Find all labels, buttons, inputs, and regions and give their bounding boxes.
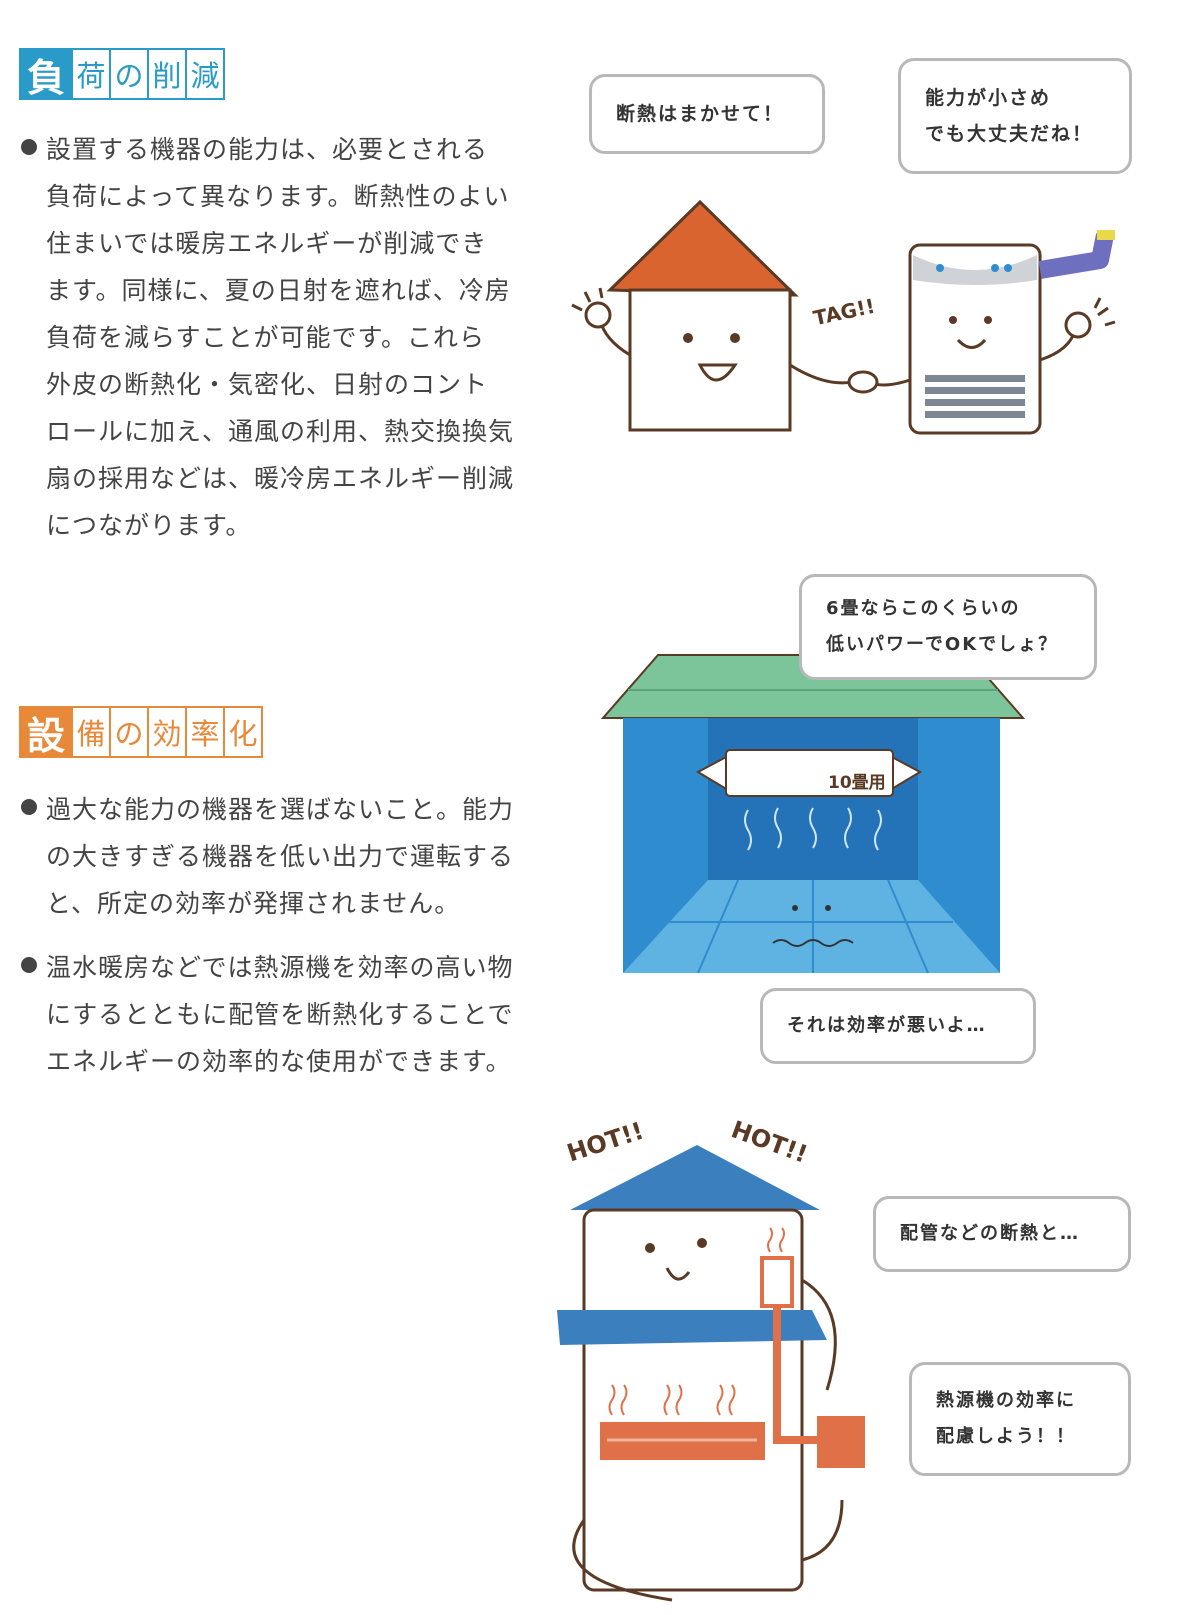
bubble-text: 能力が小さめ: [925, 87, 1052, 109]
house-body-icon: [628, 288, 792, 432]
section1-heading-char: 減: [185, 50, 223, 98]
bubble-text: でも大丈夫だね！: [925, 123, 1094, 145]
section2-paragraph-1: 過大な能力の機器を選ばないこと。能力 の大きすぎる機器を低い出力で運転する と、…: [21, 786, 515, 927]
heater-vent-icon: [925, 375, 1025, 418]
paragraph-line: 負荷によって異なります。断熱性のよい: [46, 182, 510, 211]
illustration-house-heater: [571, 199, 1116, 435]
illustration-room-aircon: [600, 654, 1026, 974]
bubble-text: 断熱はまかせて！: [616, 103, 785, 125]
section1-heading-char: 荷: [71, 50, 109, 98]
section1-heading-big: 負: [21, 50, 71, 100]
section2-heading-char: 率: [185, 708, 223, 756]
paragraph-line: 扇の採用などは、暖冷房エネルギー削減: [46, 464, 515, 493]
section2-paragraph-2: 温水暖房などでは熱源機を効率の高い物 にするとともに配管を断熱化することで エネ…: [21, 944, 514, 1085]
radiator-icon: [760, 1256, 794, 1308]
exhaust-pipe-icon: [1038, 233, 1114, 279]
paragraph-line: につながります。: [46, 511, 252, 540]
bullet-icon: [21, 957, 37, 973]
speech-bubble-insulation: 断熱はまかせて！: [589, 74, 825, 154]
paragraph-line: 住まいでは暖房エネルギーが削減でき: [46, 229, 488, 258]
paragraph-line: 設置する機器の能力は、必要とされる: [46, 135, 489, 164]
paragraph-line: の大きすぎる機器を低い出力で運転する: [46, 842, 515, 871]
handshake-icon: [847, 370, 879, 394]
section2-heading-char: 化: [223, 708, 261, 756]
bubble-text: 6畳ならこのくらいの: [826, 598, 1021, 619]
bubble-text: 配管などの断熱と…: [900, 1223, 1080, 1244]
speech-bubble-capacity: 能力が小さめ でも大丈夫だね！: [898, 58, 1132, 174]
section2-heading-big: 設: [21, 708, 71, 758]
paragraph-line: ロールに加え、通風の利用、熱交換換気: [46, 417, 515, 446]
paragraph-line: と、所定の効率が発揮されません。: [46, 889, 461, 918]
illustration-hot-water-heating: [557, 1145, 865, 1602]
house-roof-icon: [606, 199, 799, 297]
paragraph-line: エネルギーの効率的な使用ができます。: [46, 1047, 512, 1076]
paragraph-line: ます。同様に、夏の日射を遮れば、冷房: [46, 276, 511, 305]
house-roof-icon: [570, 1145, 820, 1210]
pipe-icon: [773, 1306, 822, 1444]
airflow-icon: [744, 807, 882, 851]
floor-divider-icon: [557, 1310, 827, 1345]
aircon-unit-icon: [725, 749, 894, 797]
speech-bubble-low-power: 6畳ならこのくらいの 低いパワーでOKでしょ？: [799, 574, 1097, 680]
heat-source-icon: [817, 1416, 865, 1468]
paragraph-line: にするとともに配管を断熱化することで: [46, 1000, 514, 1029]
bubble-text: それは効率が悪いよ…: [787, 1015, 987, 1036]
bullet-icon: [21, 799, 37, 815]
section2-heading-char: の: [109, 708, 147, 756]
section1-heading-char: の: [109, 50, 147, 98]
section2-heading-char: 効: [147, 708, 185, 756]
bubble-text: 配慮しよう！！: [936, 1426, 1076, 1447]
steam-icon: [608, 1227, 785, 1416]
speech-bubble-inefficient: それは効率が悪いよ…: [760, 988, 1036, 1064]
paragraph-line: 負荷を減らすことが可能です。これら: [46, 323, 486, 352]
bubble-text: 低いパワーでOKでしょ？: [826, 634, 1059, 655]
section1-heading-char: 削: [147, 50, 185, 98]
heater-body-icon: [908, 243, 1042, 435]
paragraph-line: 過大な能力の機器を選ばないこと。能力: [46, 795, 515, 824]
speech-bubble-pipe-insulation: 配管などの断熱と…: [873, 1196, 1131, 1272]
section2-heading: 設 備 の 効 率 化: [19, 706, 263, 758]
section1-heading: 負 荷 の 削 減: [19, 48, 225, 100]
speech-bubble-heat-source: 熱源機の効率に 配慮しよう！！: [909, 1362, 1131, 1476]
aircon-label: 10畳用: [828, 773, 886, 793]
section1-paragraph: 設置する機器の能力は、必要とされる 負荷によって異なります。断熱性のよい 住まい…: [21, 126, 515, 549]
paragraph-line: 温水暖房などでは熱源機を効率の高い物: [46, 953, 514, 982]
house-body-icon: [582, 1208, 804, 1592]
section2-heading-char: 備: [71, 708, 109, 756]
bubble-text: 熱源機の効率に: [936, 1390, 1076, 1411]
room-floor-icon: [623, 880, 1000, 973]
paragraph-line: 外皮の断熱化・気密化、日射のコント: [46, 370, 489, 399]
bullet-icon: [21, 139, 37, 155]
